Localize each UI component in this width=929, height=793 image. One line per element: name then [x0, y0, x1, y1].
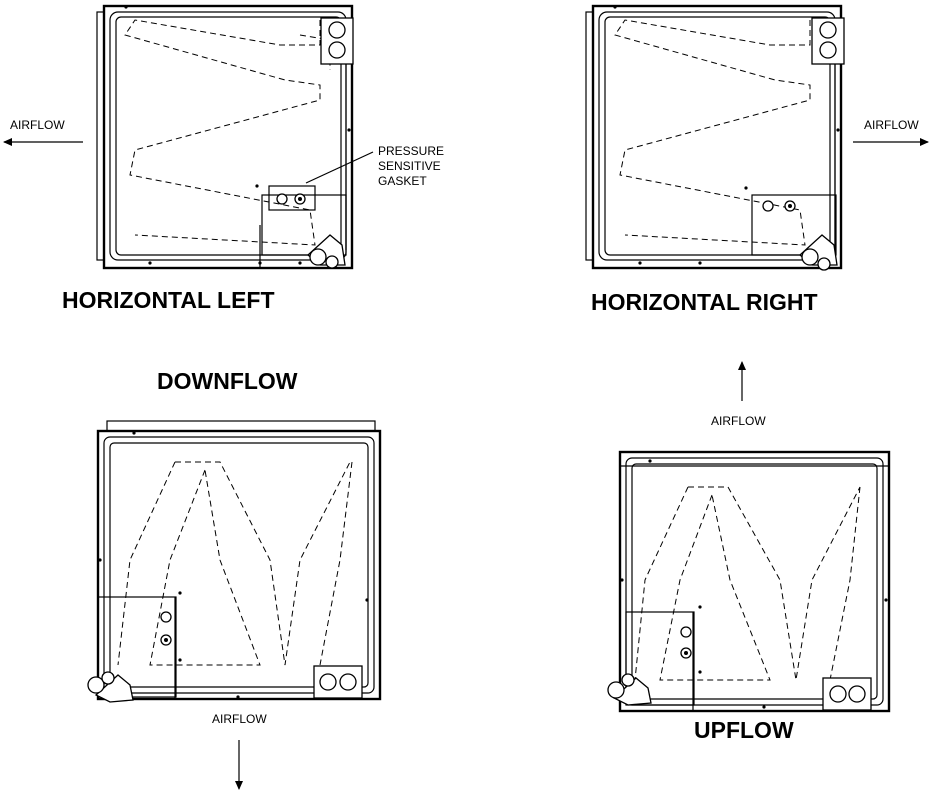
horizontal-right-title: HORIZONTAL RIGHT — [591, 289, 818, 315]
gasket-callout-line3: GASKET — [378, 174, 427, 188]
port-icon — [160, 611, 172, 623]
airflow-label: AIRFLOW — [212, 712, 267, 726]
upflow-unit — [607, 450, 891, 713]
port-icon — [680, 626, 692, 638]
airflow-label: AIRFLOW — [711, 414, 766, 428]
port-icon — [762, 200, 774, 212]
horizontal-right-unit — [585, 4, 845, 271]
gasket-callout-line1: PRESSURE — [378, 144, 444, 158]
horizontal-left-title: HORIZONTAL LEFT — [62, 287, 275, 313]
fitting-icon — [328, 41, 346, 59]
gasket-leader-line — [305, 151, 374, 184]
upflow-title: UPFLOW — [694, 717, 794, 743]
fitting-icon — [328, 21, 346, 39]
downflow-unit — [87, 420, 382, 703]
port-icon — [276, 193, 288, 205]
downflow-title: DOWNFLOW — [157, 368, 298, 394]
airflow-label: AIRFLOW — [10, 118, 65, 132]
horizontal-left-unit — [96, 4, 354, 270]
airflow-label: AIRFLOW — [864, 118, 919, 132]
gasket-callout-line2: SENSITIVE — [378, 159, 441, 173]
